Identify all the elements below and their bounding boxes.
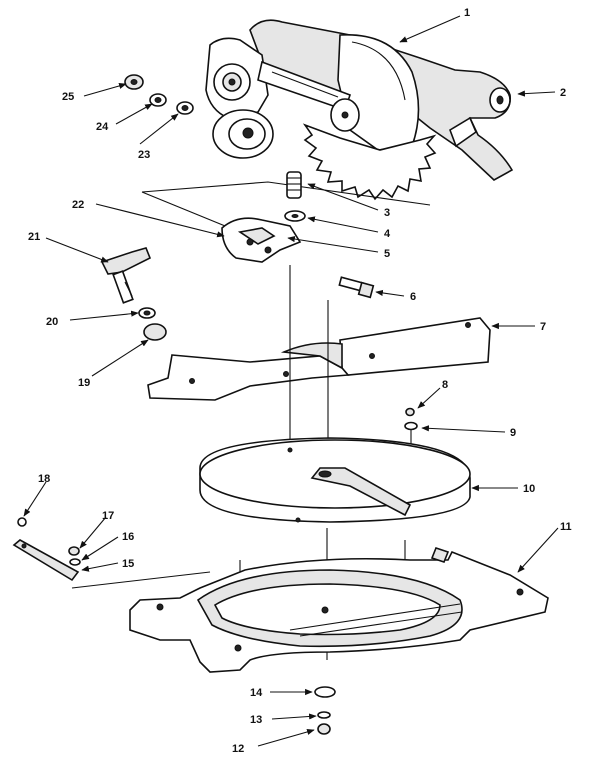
callout-4: 4 xyxy=(384,228,391,240)
spring-3 xyxy=(286,171,302,199)
callout-9: 9 xyxy=(510,427,516,439)
callout-20: 20 xyxy=(46,316,58,328)
callout-24: 24 xyxy=(96,121,109,133)
plug-18 xyxy=(17,517,27,527)
callout-2: 2 xyxy=(560,87,566,99)
callout-12: 12 xyxy=(232,743,244,755)
washer-14 xyxy=(314,686,336,698)
callout-19: 19 xyxy=(78,377,90,389)
saw-head-assembly xyxy=(205,19,514,201)
screw-8 xyxy=(405,407,415,417)
washer-23 xyxy=(176,101,194,115)
fence-7 xyxy=(147,317,491,401)
callout-5: 5 xyxy=(384,248,390,260)
lock-handle-21 xyxy=(100,247,152,304)
callout-1: 1 xyxy=(464,7,470,19)
callout-23: 23 xyxy=(138,149,150,161)
washer-16 xyxy=(69,558,81,566)
washer-13 xyxy=(317,711,331,719)
nut-25 xyxy=(124,74,144,90)
bolt-6 xyxy=(338,276,375,299)
plug-19 xyxy=(143,323,167,341)
base-11 xyxy=(129,547,549,673)
callout-17: 17 xyxy=(102,510,114,522)
callout-15: 15 xyxy=(122,558,134,570)
callout-21: 21 xyxy=(28,231,40,243)
screw-12 xyxy=(317,723,331,735)
callout-labels: 1 2 3 4 5 6 7 8 9 10 11 12 13 14 15 16 1… xyxy=(28,7,572,755)
callout-10: 10 xyxy=(523,483,535,495)
washer-4 xyxy=(284,210,306,222)
callout-25: 25 xyxy=(62,91,74,103)
callout-6: 6 xyxy=(410,291,416,303)
callout-7: 7 xyxy=(540,321,546,333)
pivot-bracket-22 xyxy=(221,217,302,263)
screw-17 xyxy=(68,546,80,556)
washer-24 xyxy=(149,93,167,107)
washer-20 xyxy=(138,307,156,319)
callout-13: 13 xyxy=(250,714,262,726)
callout-8: 8 xyxy=(442,379,448,391)
callout-11: 11 xyxy=(560,521,572,533)
turntable-10 xyxy=(199,437,471,523)
pointer-15 xyxy=(12,539,80,582)
callout-16: 16 xyxy=(122,531,134,543)
leader-lines xyxy=(23,15,559,747)
callout-22: 22 xyxy=(72,199,84,211)
callout-18: 18 xyxy=(38,473,50,485)
callout-14: 14 xyxy=(250,687,263,699)
callout-3: 3 xyxy=(384,207,390,219)
